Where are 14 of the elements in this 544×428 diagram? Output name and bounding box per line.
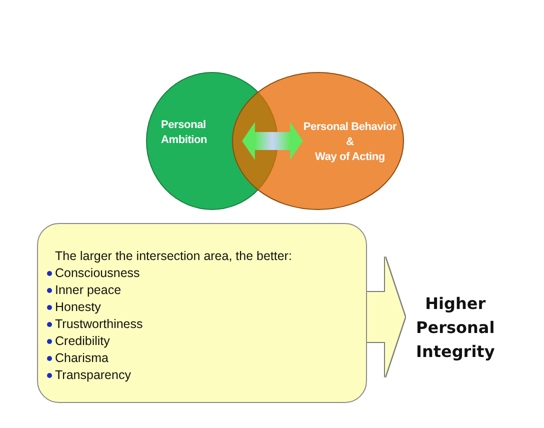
block-arrow: [367, 256, 405, 377]
outcome-label: Higher Personal Integrity: [416, 292, 495, 364]
list-item: Credibility: [55, 334, 110, 348]
venn-label: Personal Behavior & Way of Acting: [303, 120, 397, 165]
list-item: Charisma: [55, 351, 108, 365]
list-item: Trustworthiness: [55, 317, 143, 331]
note-panel: [37, 223, 367, 403]
double-arrow: [242, 122, 304, 160]
venn-label: Personal Ambition: [161, 118, 208, 148]
list-item: Transparency: [55, 368, 131, 382]
list-item: Consciousness: [55, 266, 140, 280]
list-item: Inner peace: [55, 283, 122, 297]
list-item: Honesty: [55, 300, 101, 314]
intro-text: The larger the intersection area, the better:: [55, 249, 292, 263]
